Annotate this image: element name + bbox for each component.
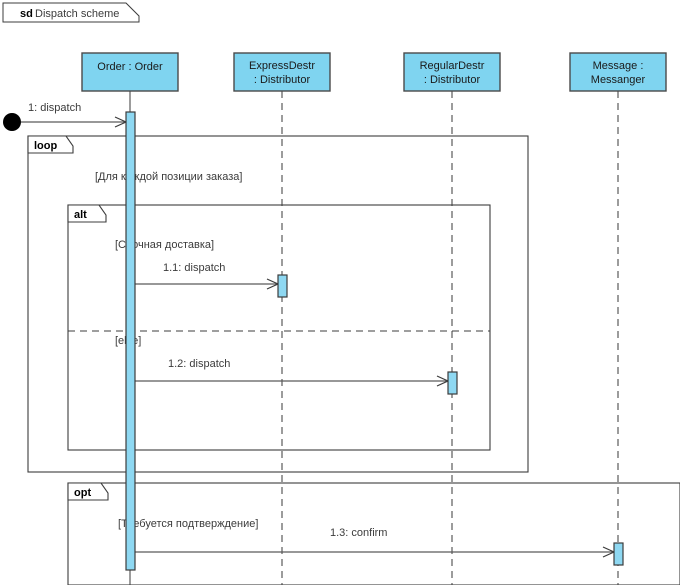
lifeline-head-regular_destr[interactable]: RegularDestr : Distributor — [403, 52, 501, 92]
loop-fragment-operator-tab — [27, 135, 74, 154]
alt-fragment-border — [67, 204, 491, 451]
lifeline-head-express_destr[interactable]: ExpressDestr : Distributor — [233, 52, 331, 92]
alt-fragment-operator-tab — [67, 204, 107, 223]
activations-group — [125, 111, 624, 571]
loop-fragment: loop [Для каждой позиции заказа] — [27, 135, 529, 473]
msg-1-3: 1.3: confirm — [135, 527, 616, 558]
msg-1-2: 1.2: dispatch — [135, 358, 450, 387]
lifeline-lines-group — [129, 91, 619, 585]
lifeline-head-messenger[interactable]: Message : Messanger — [569, 52, 667, 92]
lifeline-head-box-messenger[interactable] — [569, 52, 667, 92]
lifeline-label-regular_destr-1: RegularDestr — [420, 60, 485, 72]
lifeline-label-messenger-2: Messanger — [591, 74, 646, 86]
start-node-group — [3, 113, 21, 131]
frame-header-tab — [2, 2, 140, 23]
msg-1: 1: dispatch — [21, 102, 128, 128]
loop-fragment-border — [27, 135, 529, 473]
alt-fragment-guard: [Срочная доставка] — [115, 239, 214, 251]
msg-1-1: 1.1: dispatch — [135, 262, 280, 290]
start-node-icon — [3, 113, 21, 131]
messages-group: 1: dispatch 1.1: dispatch 1.2: dispatch 1.3… — [21, 102, 616, 558]
lifeline-label-order: Order : Order — [97, 61, 163, 73]
opt-fragment-operator-tab — [67, 482, 109, 501]
order-activation[interactable] — [125, 111, 136, 571]
lifeline-head-box-order[interactable] — [81, 52, 179, 92]
msg-1-2-label: 1.2: dispatch — [168, 358, 230, 370]
lifeline-head-box-regular_destr[interactable] — [403, 52, 501, 92]
opt-fragment-border — [67, 482, 680, 585]
lifeline-label-regular_destr-2: : Distributor — [424, 74, 481, 86]
opt-fragment-operator-label: opt — [74, 487, 91, 499]
opt-fragment-guard: [Требуется подтверждение] — [118, 518, 258, 530]
regular-activation[interactable] — [447, 371, 458, 395]
lifeline-label-messenger-1: Message : — [593, 60, 644, 72]
msg-1-1-label: 1.1: dispatch — [163, 262, 225, 274]
lifeline-head-order[interactable]: Order : Order — [81, 52, 179, 92]
opt-fragment: opt [Требуется подтверждение] — [67, 482, 680, 585]
msg-1-3-label: 1.3: confirm — [330, 527, 387, 539]
lifeline-label-express_destr-1: ExpressDestr — [249, 60, 315, 72]
msg-1-label: 1: dispatch — [28, 102, 81, 114]
lifeline-head-box-express_destr[interactable] — [233, 52, 331, 92]
lifeline-label-express_destr-2: : Distributor — [254, 74, 311, 86]
frame-kind-label: sd — [20, 8, 33, 20]
diagram-frame-header: sd Dispatch scheme — [2, 2, 140, 23]
frame-title-label: Dispatch scheme — [35, 8, 119, 20]
alt-fragment-operator-label: alt — [74, 209, 87, 221]
loop-fragment-guard: [Для каждой позиции заказа] — [95, 171, 242, 183]
messenger-activation[interactable] — [613, 542, 624, 566]
express-activation[interactable] — [277, 274, 288, 298]
loop-fragment-operator-label: loop — [34, 140, 57, 152]
